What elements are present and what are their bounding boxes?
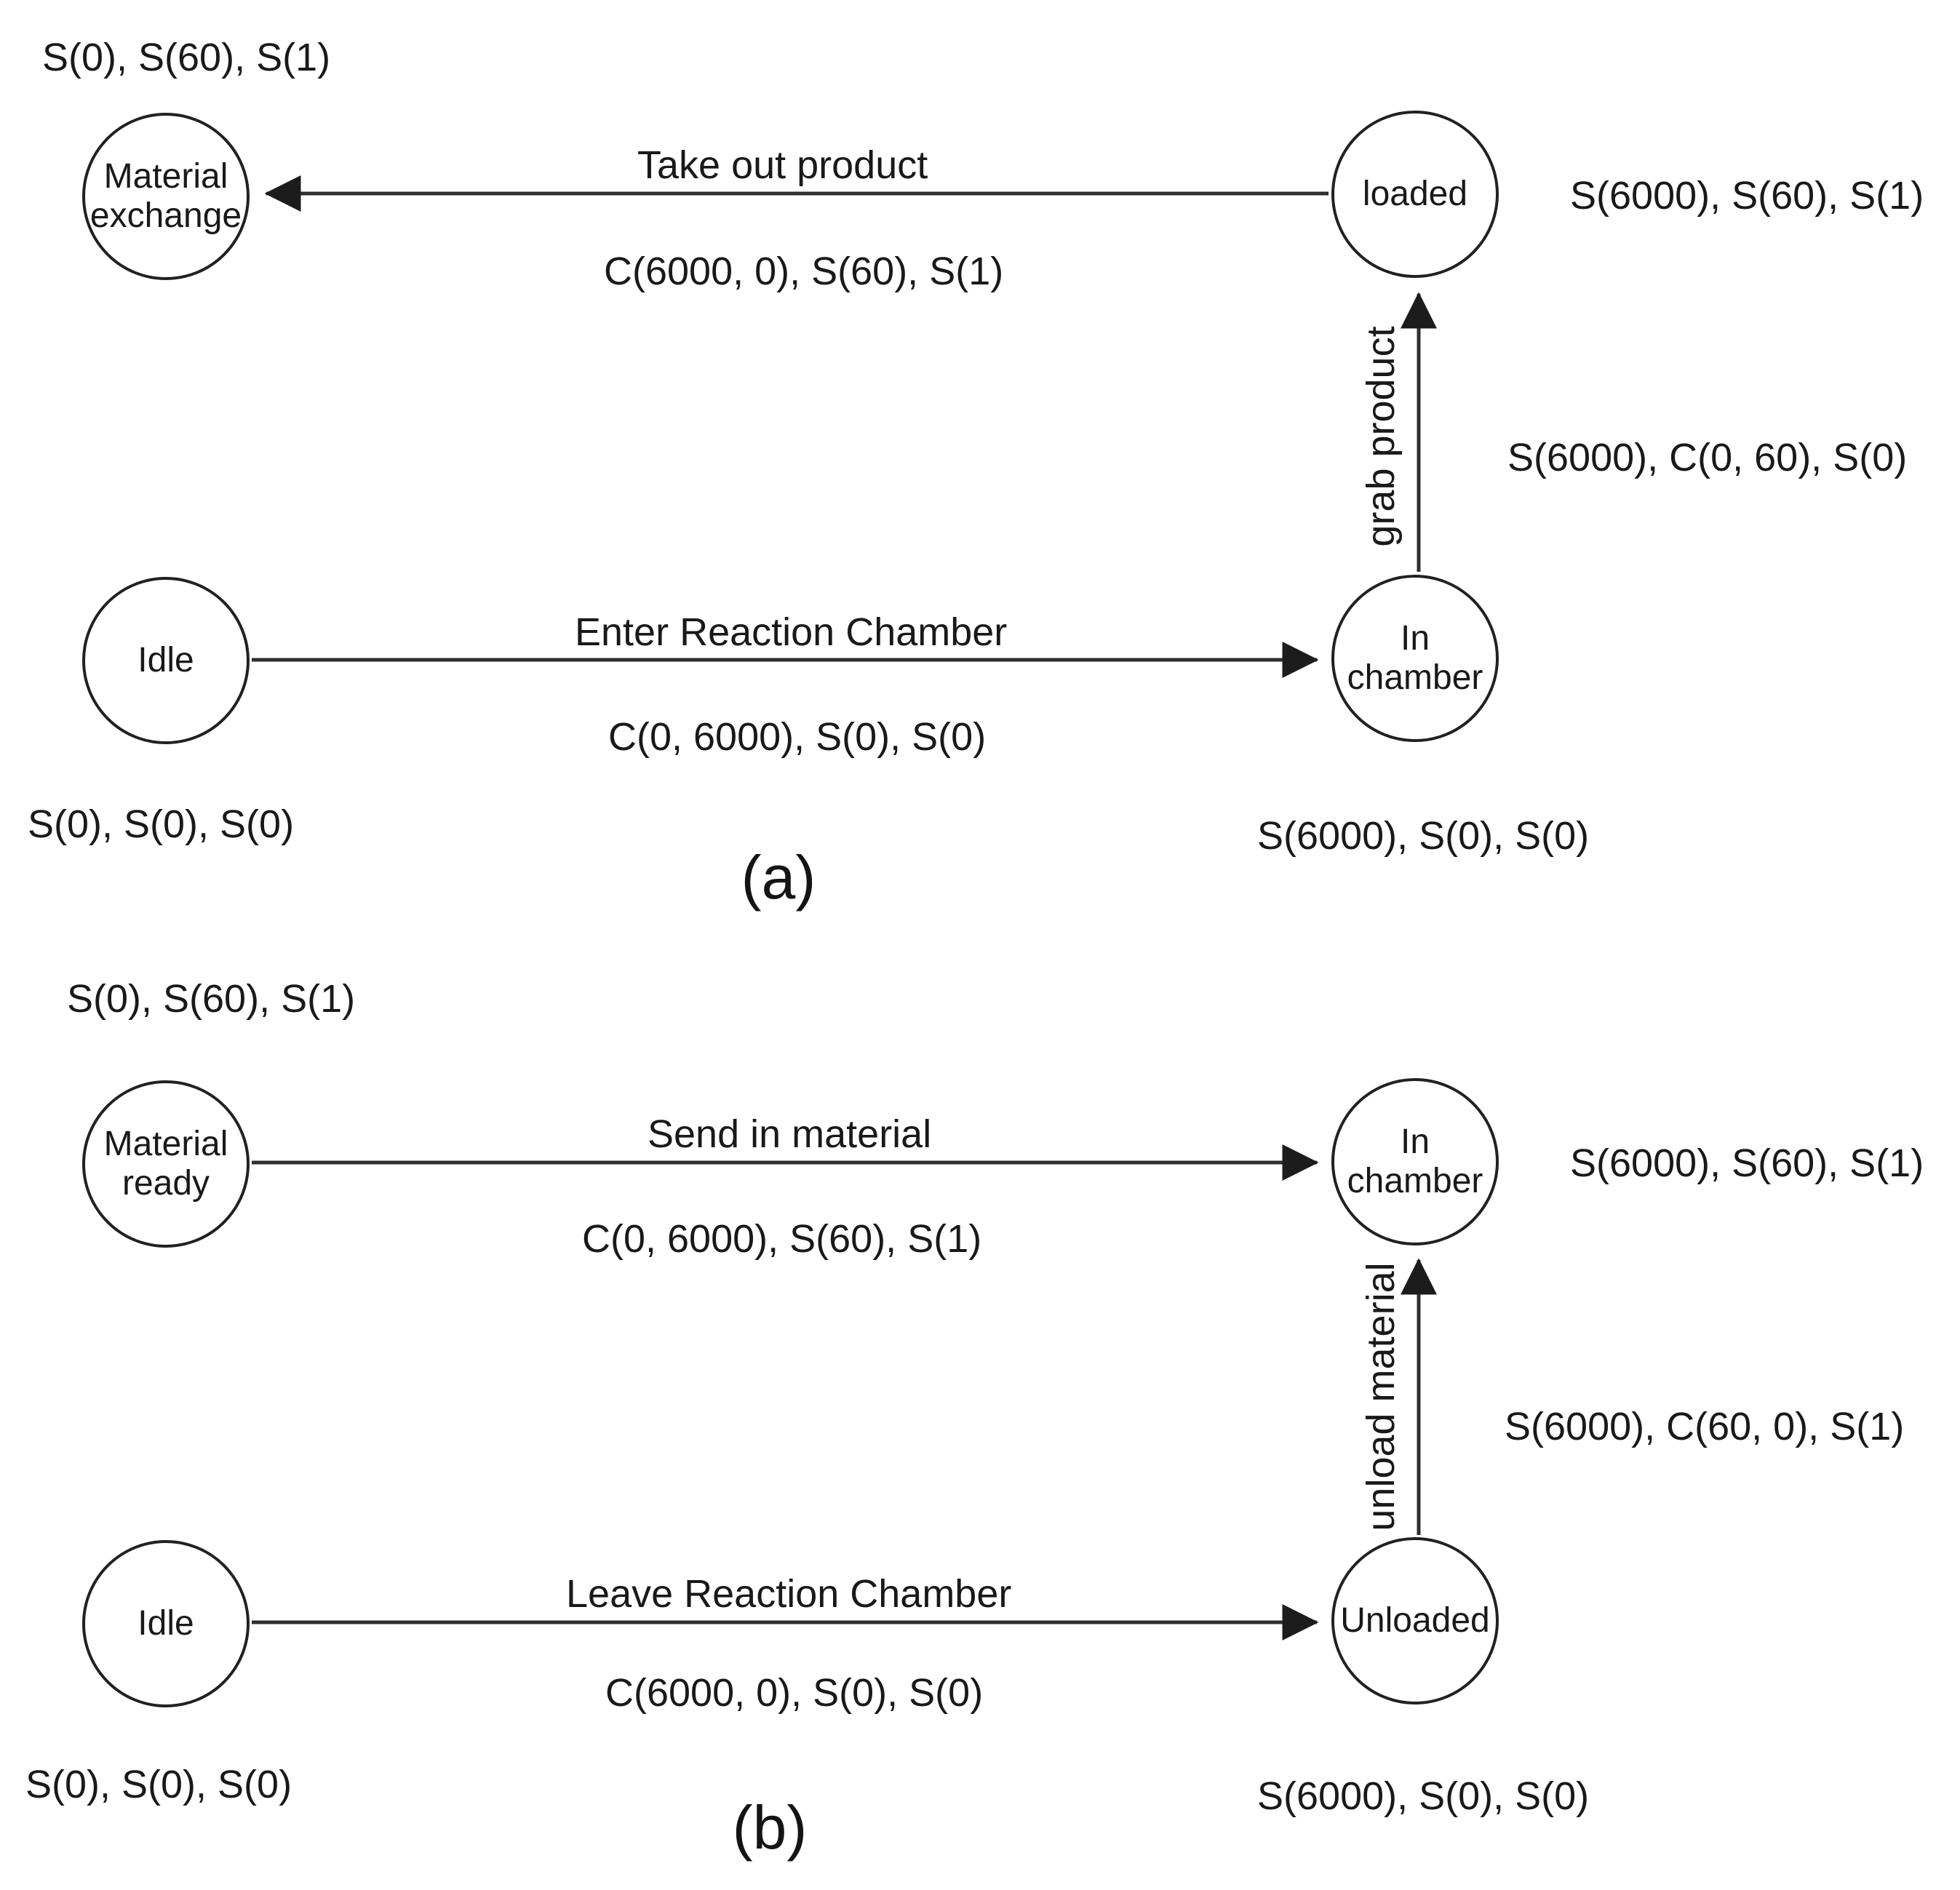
caption-a: (a): [741, 843, 816, 912]
transition-label-enter-reaction-chamber: Enter Reaction Chamber: [575, 610, 1008, 654]
transition-condition-enter-reaction-chamber: C(0, 6000), S(0), S(0): [608, 715, 987, 759]
node-label-line: chamber: [1347, 1162, 1483, 1200]
transition-condition-send-in-material: C(0, 6000), S(60), S(1): [582, 1217, 982, 1261]
node-label-line: Idle: [138, 641, 194, 680]
state-label-unloaded: S(6000), S(0), S(0): [1257, 1774, 1590, 1818]
transition-condition-take-out-product: C(6000, 0), S(60), S(1): [604, 250, 1004, 293]
node-label-line: In: [1400, 619, 1430, 658]
node-label-line: Material: [103, 157, 228, 196]
transition-label-send-in-material: Send in material: [648, 1112, 932, 1156]
node-loaded: loaded: [1331, 111, 1499, 278]
state-label-loaded: S(6000), S(60), S(1): [1570, 174, 1924, 218]
transition-label-leave-reaction-chamber: Leave Reaction Chamber: [566, 1572, 1012, 1616]
state-label-material-ready: S(0), S(60), S(1): [67, 977, 356, 1021]
node-label-line: Idle: [138, 1604, 194, 1643]
transition-condition-unload-material: S(6000), C(60, 0), S(1): [1505, 1405, 1905, 1448]
state-label-material-exchange: S(0), S(60), S(1): [42, 36, 331, 79]
node-label-line: loaded: [1362, 175, 1468, 214]
transition-condition-leave-reaction-chamber: C(6000, 0), S(0), S(0): [605, 1671, 984, 1715]
node-label-line: ready: [121, 1164, 210, 1203]
state-label-in-chamber-a: S(6000), S(0), S(0): [1257, 814, 1590, 858]
state-label-idle-b: S(0), S(0), S(0): [25, 1763, 292, 1806]
node-in-chamber-b: In chamber: [1331, 1078, 1499, 1245]
state-label-idle-a: S(0), S(0), S(0): [28, 802, 295, 846]
node-material-exchange: Material exchange: [82, 113, 250, 280]
node-label-line: chamber: [1347, 658, 1483, 697]
node-label-line: Unloaded: [1340, 1601, 1490, 1640]
node-label-line: Material: [103, 1125, 228, 1164]
transition-label-take-out-product: Take out product: [637, 143, 928, 187]
node-unloaded: Unloaded: [1331, 1537, 1499, 1704]
node-material-ready: Material ready: [82, 1080, 250, 1248]
transition-label-grab-product: grab product: [1359, 326, 1403, 547]
transition-condition-grab-product: S(6000), C(0, 60), S(0): [1507, 436, 1908, 479]
node-idle-b: Idle: [82, 1540, 250, 1707]
transition-label-unload-material: unload material: [1359, 1262, 1403, 1531]
node-label-line: In: [1400, 1123, 1430, 1162]
caption-b: (b): [732, 1793, 808, 1862]
node-label-line: exchange: [89, 196, 242, 235]
node-in-chamber-a: In chamber: [1331, 575, 1499, 742]
node-idle-a: Idle: [82, 577, 250, 744]
state-label-in-chamber-b: S(6000), S(60), S(1): [1570, 1141, 1924, 1185]
